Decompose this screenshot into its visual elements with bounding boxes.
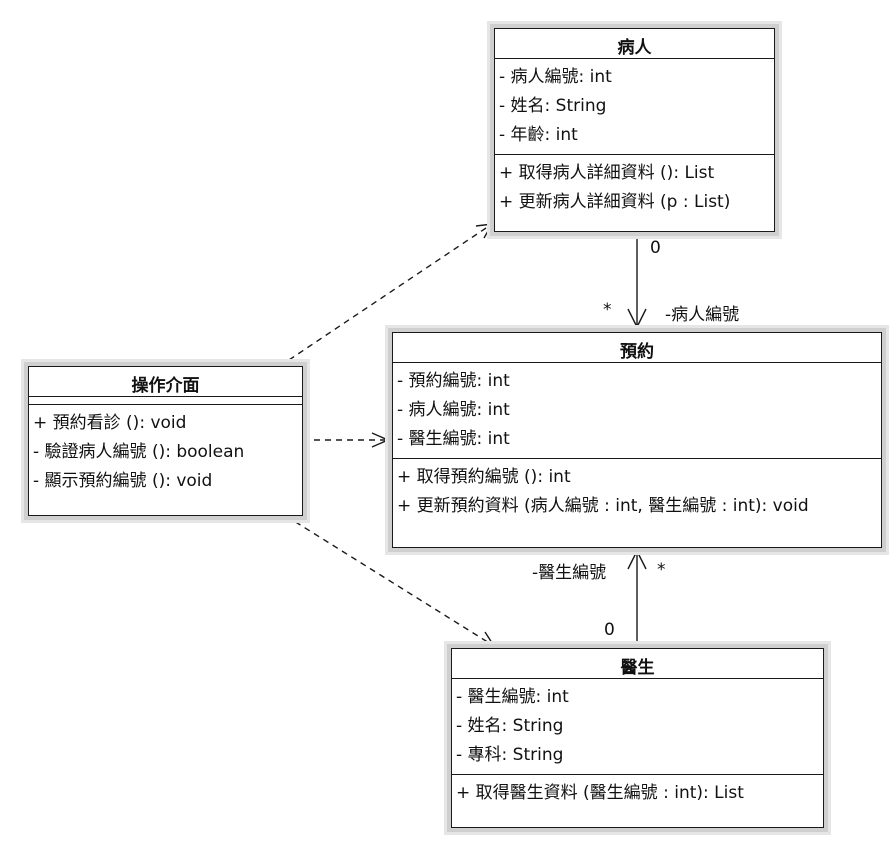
class-interface[interactable]: 操作介面 + 預約看診 (): void - 驗證病人編號 (): boolea… <box>28 366 303 516</box>
operation: + 取得預約編號 (): int <box>397 467 571 487</box>
operation: + 預約看診 (): void <box>33 413 187 433</box>
association-arrowhead-appointment-bottom <box>627 549 647 570</box>
class-appointment[interactable]: 預約 - 預約編號: int - 病人編號: int - 醫生編號: int +… <box>392 332 882 548</box>
class-patient-name: 病人 <box>495 29 774 59</box>
class-doctor[interactable]: 醫生 - 醫生編號: int - 姓名: String - 專科: String… <box>451 648 824 828</box>
attribute: - 年齡: int <box>499 125 578 145</box>
role-label-doctor-id: -醫生編號 <box>532 563 607 583</box>
multiplicity-appointment-bottom-end: * <box>657 560 666 580</box>
attribute: - 病人編號: int <box>397 400 510 420</box>
class-doctor-attributes: - 醫生編號: int - 姓名: String - 專科: String <box>452 679 823 775</box>
class-interface-attributes <box>29 397 302 405</box>
class-interface-operations: + 預約看診 (): void - 驗證病人編號 (): boolean - 顯… <box>29 405 302 500</box>
attribute: - 專科: String <box>456 745 564 765</box>
operation: + 取得病人詳細資料 (): List <box>499 163 715 183</box>
operation: - 驗證病人編號 (): boolean <box>33 442 245 462</box>
operation: - 顯示預約編號 (): void <box>33 471 213 491</box>
class-patient[interactable]: 病人 - 病人編號: int - 姓名: String - 年齡: int + … <box>494 28 775 232</box>
class-patient-attributes: - 病人編號: int - 姓名: String - 年齡: int <box>495 59 774 155</box>
dependency-interface-to-doctor <box>285 515 495 647</box>
dependency-interface-to-patient <box>279 223 493 367</box>
multiplicity-appointment-top-end: * <box>603 300 612 320</box>
attribute: - 姓名: String <box>499 96 607 116</box>
role-label-patient-id: -病人編號 <box>665 305 740 325</box>
attribute: - 病人編號: int <box>499 67 612 87</box>
operation: + 取得醫生資料 (醫生編號 : int): List <box>456 783 744 803</box>
multiplicity-doctor-end: 0 <box>604 620 615 640</box>
attribute: - 預約編號: int <box>397 371 510 391</box>
operation: + 更新病人詳細資料 (p : List) <box>499 192 731 212</box>
association-arrowhead-appointment-top <box>627 308 647 329</box>
dependency-arrowhead-doctor <box>477 631 496 647</box>
class-appointment-operations: + 取得預約編號 (): int + 更新預約資料 (病人編號 : int, 醫… <box>393 459 881 525</box>
dependency-arrowhead-appointment <box>371 432 390 448</box>
multiplicity-patient-end: 0 <box>650 238 661 258</box>
class-doctor-name: 醫生 <box>452 649 823 679</box>
class-interface-name: 操作介面 <box>29 367 302 397</box>
class-appointment-name: 預約 <box>393 333 881 363</box>
class-appointment-attributes: - 預約編號: int - 病人編號: int - 醫生編號: int <box>393 363 881 459</box>
attribute: - 醫生編號: int <box>456 687 569 707</box>
class-doctor-operations: + 取得醫生資料 (醫生編號 : int): List <box>452 775 823 812</box>
class-patient-operations: + 取得病人詳細資料 (): List + 更新病人詳細資料 (p : List… <box>495 155 774 221</box>
dependency-arrowhead-patient <box>475 223 494 239</box>
attribute: - 醫生編號: int <box>397 429 510 449</box>
attribute: - 姓名: String <box>456 716 564 736</box>
operation: + 更新預約資料 (病人編號 : int, 醫生編號 : int): void <box>397 496 809 516</box>
